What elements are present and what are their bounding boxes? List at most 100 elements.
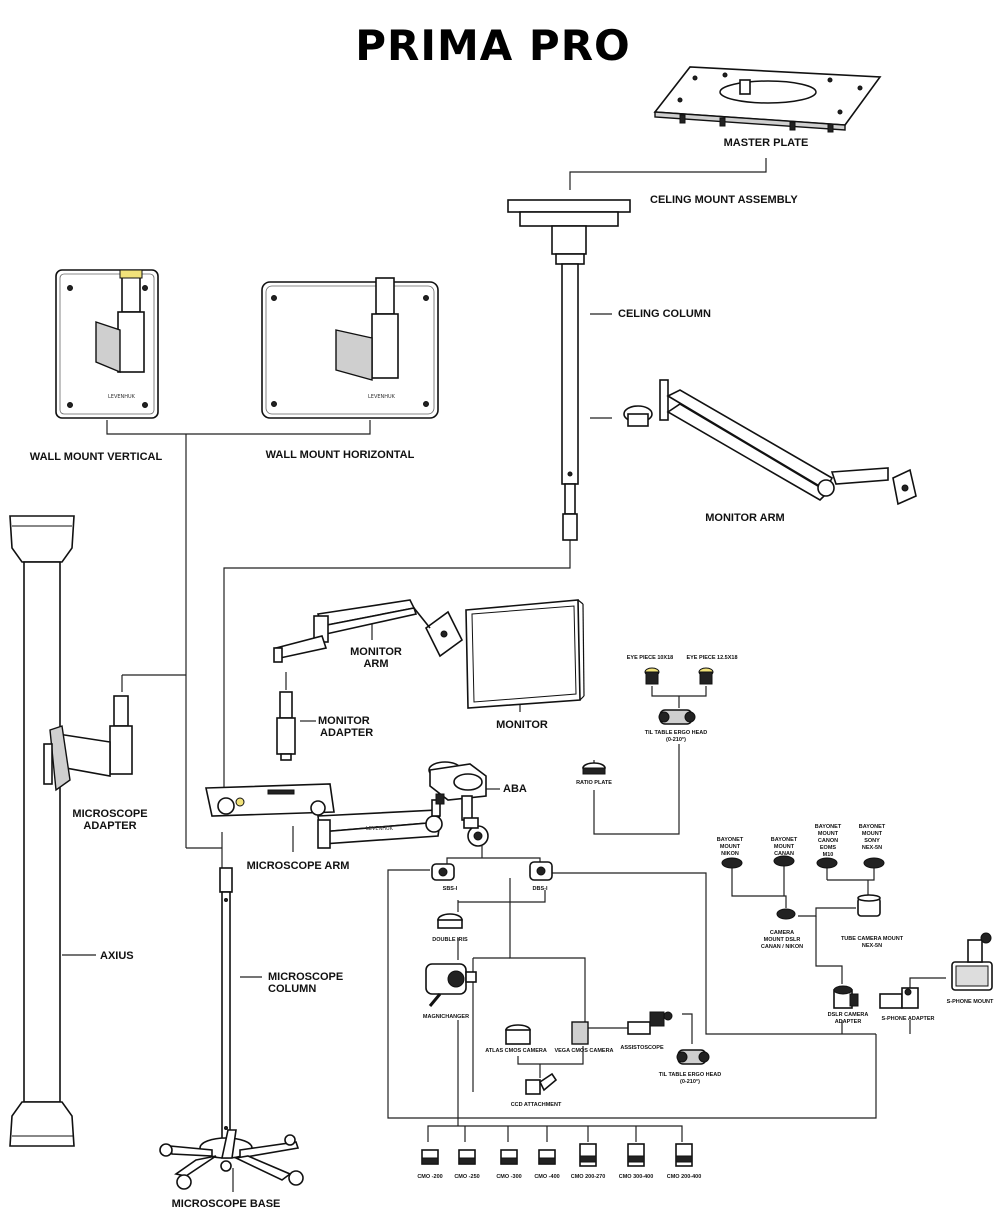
label-til-table-head-1: TIL TABLE ERGO HEAD [645,730,707,736]
svg-text:CANAN: CANAN [774,851,794,857]
label-assistoscope: ASSISTOSCOPE [620,1045,664,1051]
wall-mount-vertical: LEVENHUK [55,269,159,419]
label-s-phone-mount: S-PHONE MOUNT [947,999,994,1005]
label-wall-mount-vertical: WALL MOUNT VERTICAL [30,451,163,463]
vega-cmos-camera [571,1021,589,1045]
svg-text:TUBE CAMERA MOUNT: TUBE CAMERA MOUNT [841,936,904,942]
svg-text:DSLR CAMERA: DSLR CAMERA [828,1012,869,1018]
objective-label: CMO -250 [454,1174,479,1180]
eyepiece-10x18 [644,667,660,685]
monitor [465,599,585,709]
objective-lens: CMO -200 [417,1149,443,1180]
svg-text:ADAPTER: ADAPTER [835,1019,862,1025]
bayonet-mount-nikon [721,857,743,869]
bayonet-mount-canan [773,855,795,867]
dslr-camera-adapter [833,985,859,1009]
label-ratio-plate: RATIO PLATE [576,780,612,786]
bayonet-mount-sony [863,857,885,869]
label-dbs: DBS-I [533,886,548,892]
label-ceiling-column: CELING COLUMN [618,308,711,320]
svg-text:SONY: SONY [864,838,880,844]
label-microscope-column-2: COLUMN [268,983,316,995]
svg-text:BAYONET: BAYONET [815,824,842,830]
svg-text:EOMS: EOMS [820,845,837,851]
eyepiece-12-5x18 [698,667,714,685]
microscope-adapter [43,695,133,792]
label-monitor: MONITOR [496,719,548,731]
label-axius: AXIUS [100,950,134,962]
ccd-attachment [525,1072,558,1095]
ceiling-mount-assembly [507,199,631,265]
svg-text:BAYONET: BAYONET [859,824,886,830]
microscope-arm: LEVENHUK [205,783,443,849]
bayonet-label-sony: BAYONET MOUNT SONY NEX-5N [859,824,886,851]
label-sbs: SBS-I [443,886,458,892]
svg-text:CAMERA: CAMERA [770,930,794,936]
svg-text:LEVENHUK: LEVENHUK [108,394,136,400]
axius-column [9,515,75,1147]
objective-lens: CMO 200-400 [667,1143,702,1180]
dbs-i [529,861,553,881]
svg-text:M10: M10 [823,852,834,858]
objective-label: CMO -300 [496,1174,521,1180]
objective-label: CMO -200 [417,1174,442,1180]
ratio-plate [582,762,606,775]
label-vega-cmos: VEGA CMOS CAMERA [554,1048,613,1054]
svg-text:LEVENHUK: LEVENHUK [368,394,396,400]
bayonet-mount-canon-eoms [816,857,838,869]
svg-text:NEX-5N: NEX-5N [862,943,882,949]
objective-label: CMO -400 [534,1174,559,1180]
svg-text:BAYONET: BAYONET [771,837,798,843]
s-phone-mount [951,932,993,991]
label-microscope-arm: MICROSCOPE ARM [247,860,350,872]
magnichanger [425,963,477,1007]
camera-mount-dslr-label: CAMERA MOUNT DSLR CANAN / NIKON [761,930,803,950]
label-double-iris: DOUBLE IRIS [432,937,468,943]
label-til-table-head-2: TIL TABLE ERGO HEAD [659,1072,721,1078]
label-s-phone-adapter: S-PHONE ADAPTER [882,1016,935,1022]
label-microscope-column-1: MICROSCOPE [268,971,343,983]
label-monitor-adapter-1: MONITOR [318,715,370,727]
label-monitor-adapter-2: ADAPTER [320,727,373,739]
monitor-adapter [276,691,296,761]
label-monitor-arm-middle-2: ARM [363,658,388,670]
svg-text:BAYONET: BAYONET [717,837,744,843]
assistoscope [627,1011,673,1035]
double-iris [437,913,463,929]
svg-text:NIKON: NIKON [721,851,739,857]
label-monitor-arm-top: MONITOR ARM [705,512,784,524]
label-ccd-attachment: CCD ATTACHMENT [511,1102,562,1108]
objective-label: CMO 200-270 [571,1174,606,1180]
label-eye-piece-12: EYE PIECE 12.5X18 [686,655,737,661]
sbs-i [431,863,455,881]
label-eye-piece-10: EYE PIECE 10X18 [627,655,673,661]
camera-mount-dslr [776,908,796,920]
objective-label: CMO 200-400 [667,1174,702,1180]
objectives-row: CMO -200 CMO -250 CMO -300 CMO -400 CMO 200-… [417,1143,702,1180]
bayonet-label-canan: BAYONET MOUNT CANAN [771,837,798,857]
objective-lens: CMO -250 [454,1149,480,1180]
s-phone-adapter [879,987,919,1009]
objective-lens: CMO 200-270 [571,1143,606,1180]
aba-assembly [428,761,489,847]
svg-text:MOUNT: MOUNT [862,831,883,837]
master-plate [653,66,882,133]
svg-text:NEX-5N: NEX-5N [862,845,882,851]
dslr-camera-adapter-label: DSLR CAMERA ADAPTER [828,1012,869,1025]
microscope-column [219,867,233,1143]
label-microscope-adapter-2: ADAPTER [83,820,136,832]
label-microscope-base: MICROSCOPE BASE [172,1198,281,1210]
label-wall-mount-horizontal: WALL MOUNT HORIZONTAL [266,449,415,461]
atlas-cmos-camera [505,1024,531,1045]
label-microscope-adapter-1: MICROSCOPE [72,808,147,820]
label-til-table-head-1-range: (0-210°) [666,737,686,743]
svg-text:CANAN / NIKON: CANAN / NIKON [761,944,803,950]
label-til-table-head-2-range: (0-210°) [680,1079,700,1085]
objective-lens: CMO -300 [496,1149,522,1180]
monitor-arm-top [623,379,917,506]
label-aba: ABA [503,783,527,795]
label-monitor-arm-middle-1: MONITOR [350,646,402,658]
til-table-ergo-head-1 [658,709,696,725]
monitor-arm-middle [273,599,464,663]
